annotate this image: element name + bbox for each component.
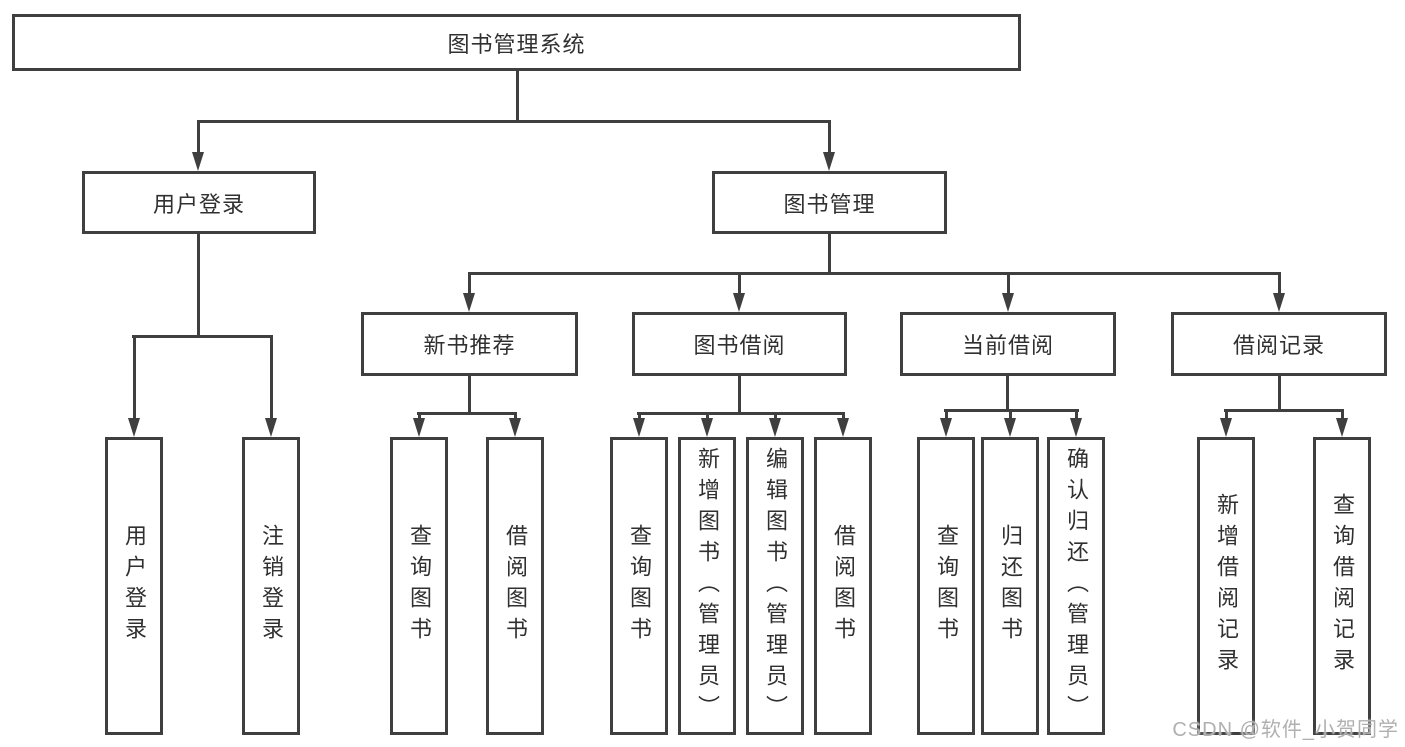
arrow-to-new-book-rec bbox=[461, 274, 478, 312]
leaf-borrow-book-1: 借阅图书 bbox=[486, 437, 544, 735]
leaf-add-book-label: 新增图书（管理员） bbox=[695, 446, 720, 726]
node-book-management-label: 图书管理 bbox=[783, 191, 876, 217]
connector-book-borrow-hbar bbox=[637, 412, 845, 415]
node-borrow-records: 借阅记录 bbox=[1171, 312, 1387, 376]
node-current-borrow-label: 当前借阅 bbox=[961, 333, 1054, 358]
node-book-borrow: 图书借阅 bbox=[632, 312, 847, 376]
connector-current-borrow-hbar bbox=[944, 409, 1079, 412]
connector-borrow-records-hbar bbox=[1224, 409, 1344, 412]
arrow-to-query-book-3 bbox=[938, 411, 955, 437]
leaf-query-book-3-label: 查询图书 bbox=[934, 524, 959, 648]
node-current-borrow: 当前借阅 bbox=[900, 312, 1116, 376]
leaf-edit-book-label: 编辑图书（管理员） bbox=[763, 446, 788, 726]
arrow-to-return-book bbox=[1002, 411, 1019, 437]
leaf-query-book-3: 查询图书 bbox=[917, 437, 975, 735]
node-book-management: 图书管理 bbox=[712, 171, 947, 234]
connector-user-login-stem bbox=[197, 234, 200, 335]
leaf-confirm-return: 确认归还（管理员） bbox=[1047, 437, 1105, 735]
arrow-to-add-book bbox=[699, 414, 716, 437]
leaf-query-record: 查询借阅记录 bbox=[1313, 437, 1371, 735]
csdn-watermark: CSDN @软件_小贺同学 bbox=[1172, 719, 1399, 741]
arrow-to-query-book-1 bbox=[411, 414, 428, 437]
arrow-to-book-management bbox=[821, 122, 838, 171]
node-book-borrow-label: 图书借阅 bbox=[693, 333, 786, 358]
connector-level3-hbar bbox=[468, 272, 1281, 275]
leaf-confirm-return-label: 确认归还（管理员） bbox=[1064, 446, 1089, 726]
node-user-login: 用户登录 bbox=[82, 171, 316, 234]
node-root-label: 图书管理系统 bbox=[447, 31, 586, 57]
leaf-user-login-label: 用户登录 bbox=[122, 524, 147, 648]
node-new-book-rec-label: 新书推荐 bbox=[423, 333, 516, 358]
connector-new-book-stem bbox=[468, 376, 471, 412]
leaf-logout-label: 注销登录 bbox=[259, 524, 284, 648]
connector-root-stem bbox=[516, 71, 519, 120]
arrow-to-book-borrow bbox=[731, 274, 748, 312]
leaf-edit-book: 编辑图书（管理员） bbox=[746, 437, 804, 735]
leaf-return-book-label: 归还图书 bbox=[998, 524, 1023, 648]
leaf-return-book: 归还图书 bbox=[981, 437, 1039, 735]
connector-user-login-hbar bbox=[132, 335, 273, 338]
arrow-to-leaf-logout bbox=[263, 337, 280, 437]
node-new-book-rec: 新书推荐 bbox=[361, 312, 578, 376]
arrow-to-confirm-return bbox=[1068, 411, 1085, 437]
leaf-borrow-book-1-label: 借阅图书 bbox=[503, 524, 528, 648]
connector-current-borrow-stem bbox=[1006, 376, 1009, 409]
connector-level1-hbar bbox=[197, 120, 831, 123]
arrow-to-add-record bbox=[1218, 411, 1235, 437]
connector-borrow-records-stem bbox=[1278, 376, 1281, 409]
leaf-query-book-1: 查询图书 bbox=[390, 437, 448, 735]
arrow-to-borrow-book-1 bbox=[507, 414, 524, 437]
leaf-query-book-1-label: 查询图书 bbox=[407, 524, 432, 648]
arrow-to-query-book-2 bbox=[631, 414, 648, 437]
leaf-borrow-book-2: 借阅图书 bbox=[814, 437, 872, 735]
arrow-to-borrow-records bbox=[1271, 274, 1288, 312]
arrow-to-edit-book bbox=[767, 414, 784, 437]
connector-book-borrow-stem bbox=[738, 376, 741, 412]
leaf-logout: 注销登录 bbox=[242, 437, 300, 735]
node-user-login-label: 用户登录 bbox=[152, 191, 245, 217]
node-borrow-records-label: 借阅记录 bbox=[1232, 333, 1325, 358]
arrow-to-current-borrow bbox=[1000, 274, 1017, 312]
arrow-to-query-record bbox=[1334, 411, 1351, 437]
leaf-add-book: 新增图书（管理员） bbox=[678, 437, 736, 735]
leaf-add-record: 新增借阅记录 bbox=[1197, 437, 1255, 735]
arrow-to-borrow-book-2 bbox=[835, 414, 852, 437]
arrow-to-leaf-user-login bbox=[126, 337, 143, 437]
connector-book-mgmt-stem bbox=[828, 234, 831, 272]
leaf-borrow-book-2-label: 借阅图书 bbox=[831, 524, 856, 648]
connector-new-book-hbar bbox=[417, 412, 517, 415]
arrow-to-user-login bbox=[190, 122, 207, 171]
leaf-query-book-2: 查询图书 bbox=[610, 437, 668, 735]
leaf-user-login: 用户登录 bbox=[105, 437, 163, 735]
leaf-query-book-2-label: 查询图书 bbox=[627, 524, 652, 648]
node-root: 图书管理系统 bbox=[12, 14, 1021, 71]
leaf-query-record-label: 查询借阅记录 bbox=[1330, 493, 1355, 679]
leaf-add-record-label: 新增借阅记录 bbox=[1214, 493, 1239, 679]
